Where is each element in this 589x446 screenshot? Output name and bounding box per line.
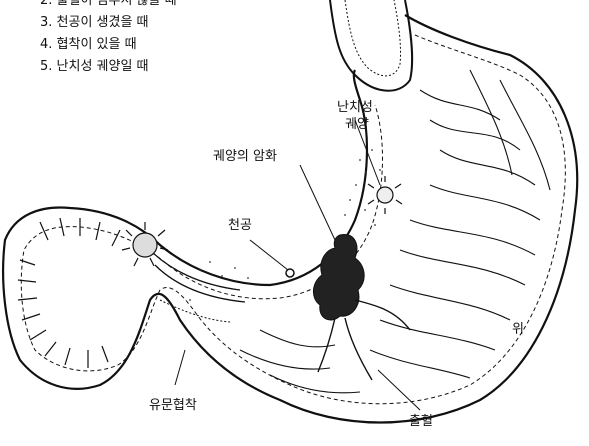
label-ulcer-malignancy: 궤양의 암화 <box>213 149 277 165</box>
intractable-ulcer-mark <box>368 176 402 214</box>
malignant-ulcer-mass <box>313 235 364 320</box>
label-stomach: 위 <box>512 322 524 338</box>
label-intractable-ulcer-2: 궤양 <box>345 117 369 133</box>
list-item: 5. 난치성 궤양일 때 <box>40 56 177 78</box>
label-pyloric-stenosis: 유문협착 <box>149 398 197 414</box>
esophagus-inner-wall <box>345 0 401 76</box>
duodenum-folds <box>18 218 120 368</box>
list-item: 2. 출혈이 멈추지 않을 때 <box>40 0 177 12</box>
list-item: 3. 천공이 생겼을 때 <box>40 12 177 34</box>
perforation-mark <box>286 269 294 277</box>
criteria-list: 2. 출혈이 멈추지 않을 때 3. 천공이 생겼을 때 4. 협착이 있을 때… <box>40 0 177 78</box>
label-perforation: 천공 <box>228 218 252 234</box>
leader-lines <box>175 120 420 410</box>
esophagus <box>330 0 412 91</box>
label-bleeding: 출혈 <box>409 414 433 430</box>
list-item: 4. 협착이 있을 때 <box>40 34 177 56</box>
label-intractable-ulcer-1: 난치성 <box>337 100 373 116</box>
gastric-rugae <box>240 70 550 393</box>
pylorus-region <box>150 250 245 322</box>
